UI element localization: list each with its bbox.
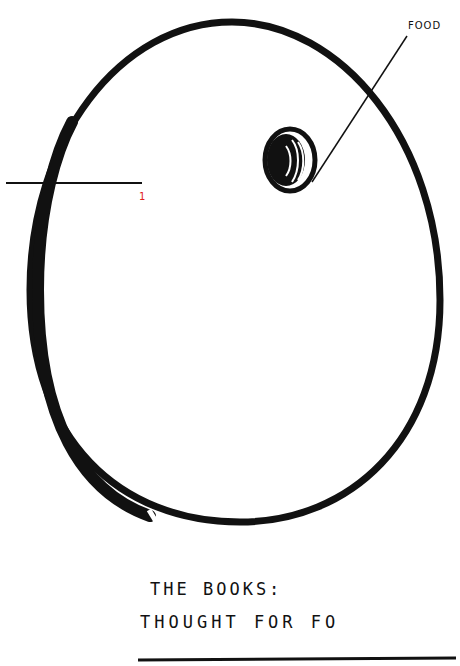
food-highlight [286, 140, 303, 182]
underline [138, 658, 456, 660]
egg-gap [149, 510, 160, 528]
callout-number: 1 [139, 191, 145, 202]
leader-line [312, 36, 407, 182]
book-title: THE BOOKS: [150, 580, 282, 599]
book-subtitle: THOUGHT FOR FO [140, 613, 339, 632]
egg-outline [30, 22, 440, 522]
egg-shadow [38, 122, 150, 516]
callout-label: FOOD [408, 20, 441, 31]
food-body [267, 134, 305, 186]
pointer-line [6, 182, 142, 184]
food-ring [265, 129, 315, 191]
